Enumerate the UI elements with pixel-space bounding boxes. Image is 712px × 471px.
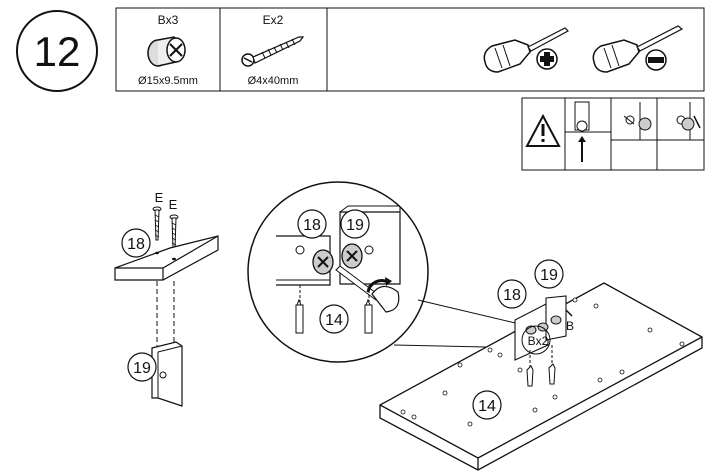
part-b-cam-lock: Bx3 Ø15x9.5mm xyxy=(138,13,198,87)
label-14-detail: 14 xyxy=(319,304,349,334)
main-label-14: 14 xyxy=(478,398,496,415)
cam-lock-icon xyxy=(147,36,186,67)
main-label-18: 18 xyxy=(503,287,521,304)
panel-top-label: 18 xyxy=(127,236,145,253)
cam-count-label: Bx2 xyxy=(528,334,549,348)
parts-and-tools-panel: Bx3 Ø15x9.5mm Ex2 Ø4x40mm xyxy=(115,7,705,92)
warning-triangle-icon xyxy=(525,113,561,147)
panel-bottom-label: 19 xyxy=(133,360,151,377)
panel-14 xyxy=(379,282,703,471)
part-b-size: Ø15x9.5mm xyxy=(138,75,198,87)
cam-instruction-strip xyxy=(521,97,705,171)
panel-19 xyxy=(151,341,183,407)
screw-e-right xyxy=(169,214,179,249)
cam-position-icon xyxy=(611,102,657,141)
dowel-main-left xyxy=(526,350,534,387)
dowel-left xyxy=(295,285,304,334)
main-label-19: 19 xyxy=(540,267,558,284)
label-14-main: 14 xyxy=(472,390,502,420)
dowel-right xyxy=(364,285,373,334)
screw-label-e-1: E xyxy=(155,190,164,205)
left-assembly: E E 18 19 xyxy=(114,190,219,407)
label-19-detail: 19 xyxy=(340,209,370,239)
label-18-detail: 18 xyxy=(297,209,327,239)
cam-lock-turn-icon xyxy=(657,102,704,141)
panel-18 xyxy=(114,235,219,281)
screw-icon xyxy=(241,36,305,67)
screw-e-left xyxy=(152,206,162,241)
cam-insert-icon xyxy=(565,101,611,162)
flat-screwdriver-icon xyxy=(592,25,684,73)
part-e-code: Ex2 xyxy=(263,13,284,27)
main-assembly: 14 19 18 B Bx2 xyxy=(379,259,703,471)
part-b-code: Bx3 xyxy=(158,13,179,27)
part-e-size: Ø4x40mm xyxy=(248,75,299,87)
step-number: 12 xyxy=(34,28,81,75)
label-19-main: 19 xyxy=(534,259,564,289)
step-number-badge: 12 xyxy=(16,10,98,92)
cam-lock-detail-1 xyxy=(312,249,334,275)
detail-label-18: 18 xyxy=(303,217,321,234)
standing-panels xyxy=(514,295,573,361)
cam-part-label: B xyxy=(566,319,574,333)
dowel-main-right xyxy=(548,345,556,385)
label-19-left: 19 xyxy=(127,352,157,382)
screw-label-e-2: E xyxy=(169,197,178,212)
detail-label-19: 19 xyxy=(346,217,364,234)
label-18-left: 18 xyxy=(121,228,151,258)
phillips-screwdriver-icon xyxy=(483,27,569,73)
detail-magnifier: 18 19 14 xyxy=(247,181,531,363)
label-18-main: 18 xyxy=(497,279,527,309)
detail-label-14: 14 xyxy=(325,312,343,329)
cam-lock-detail-2 xyxy=(341,243,363,269)
part-e-screw: Ex2 Ø4x40mm xyxy=(241,13,305,87)
